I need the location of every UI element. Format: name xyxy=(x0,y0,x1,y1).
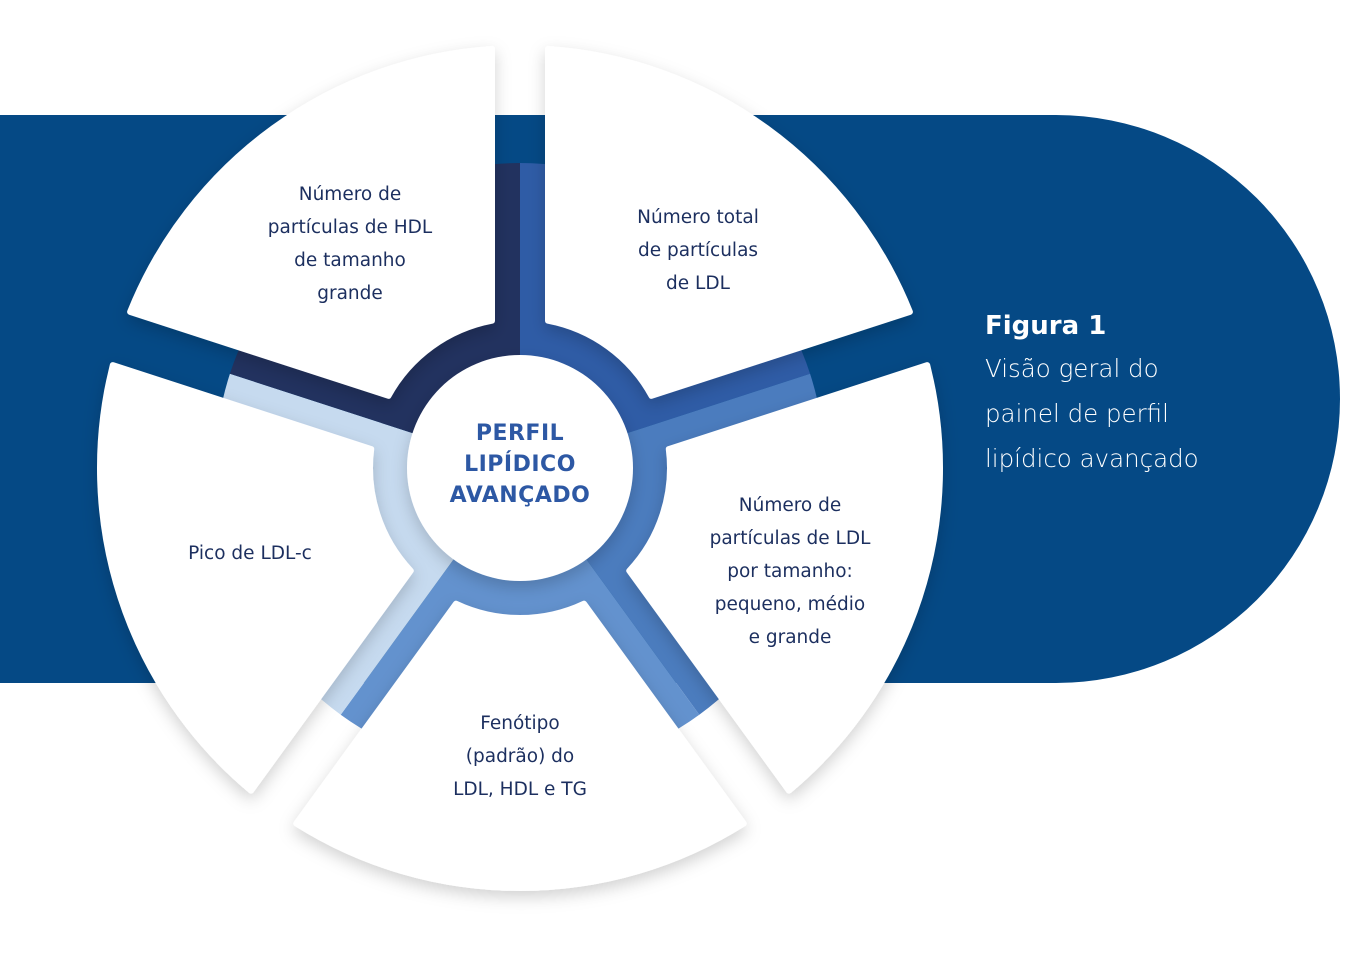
label-line: por tamanho: xyxy=(727,561,853,582)
sector-left xyxy=(97,362,414,794)
caption-line: Visão geral do xyxy=(985,354,1159,383)
figure-number: Figura 1 xyxy=(985,311,1107,341)
center-title: PERFIL LIPÍDICO AVANÇADO xyxy=(450,418,591,511)
caption-line: painel de perfil xyxy=(985,399,1169,428)
label-line: partículas de LDL xyxy=(709,528,871,549)
figure-caption: Figura 1 Visão geral do painel de perfil… xyxy=(985,306,1199,481)
center-title-line: AVANÇADO xyxy=(449,483,591,508)
label-line: Número total xyxy=(637,207,759,228)
label-line: de LDL xyxy=(666,273,730,294)
sector-right xyxy=(626,362,943,794)
center-title-line: LIPÍDICO xyxy=(464,452,576,477)
label-line: Número de xyxy=(738,495,842,516)
center-title-line: PERFIL xyxy=(475,421,565,446)
label-line: (padrão) do xyxy=(465,746,575,767)
label-line: pequeno, médio xyxy=(714,594,866,615)
sectors xyxy=(97,45,943,891)
label-line: grande xyxy=(317,283,383,304)
label-line: e grande xyxy=(748,627,832,648)
segment-label-ldl-total: Número total de partículas de LDL xyxy=(637,201,759,300)
label-line: de partículas xyxy=(637,240,759,261)
label-line: partículas de HDL xyxy=(267,217,433,238)
segment-label-hdl-large: Número de partículas de HDL de tamanho g… xyxy=(268,178,432,310)
segment-label-phenotype: Fenótipo (padrão) do LDL, HDL e TG xyxy=(453,707,587,806)
segment-label-ldl-size: Número de partículas de LDL por tamanho:… xyxy=(710,489,871,654)
sector-top-left xyxy=(127,45,495,399)
label-line: Fenótipo xyxy=(480,713,560,734)
segment-label-ldl-peak: Pico de LDL-c xyxy=(188,537,312,570)
label-line: Pico de LDL-c xyxy=(188,543,312,564)
label-line: LDL, HDL e TG xyxy=(453,779,587,800)
sector-top-right xyxy=(545,45,913,399)
label-line: Número de xyxy=(298,184,402,205)
center-circle xyxy=(407,355,633,581)
label-line: de tamanho xyxy=(294,250,406,271)
sector-bottom xyxy=(293,600,747,891)
caption-line: lipídico avançado xyxy=(985,444,1199,473)
